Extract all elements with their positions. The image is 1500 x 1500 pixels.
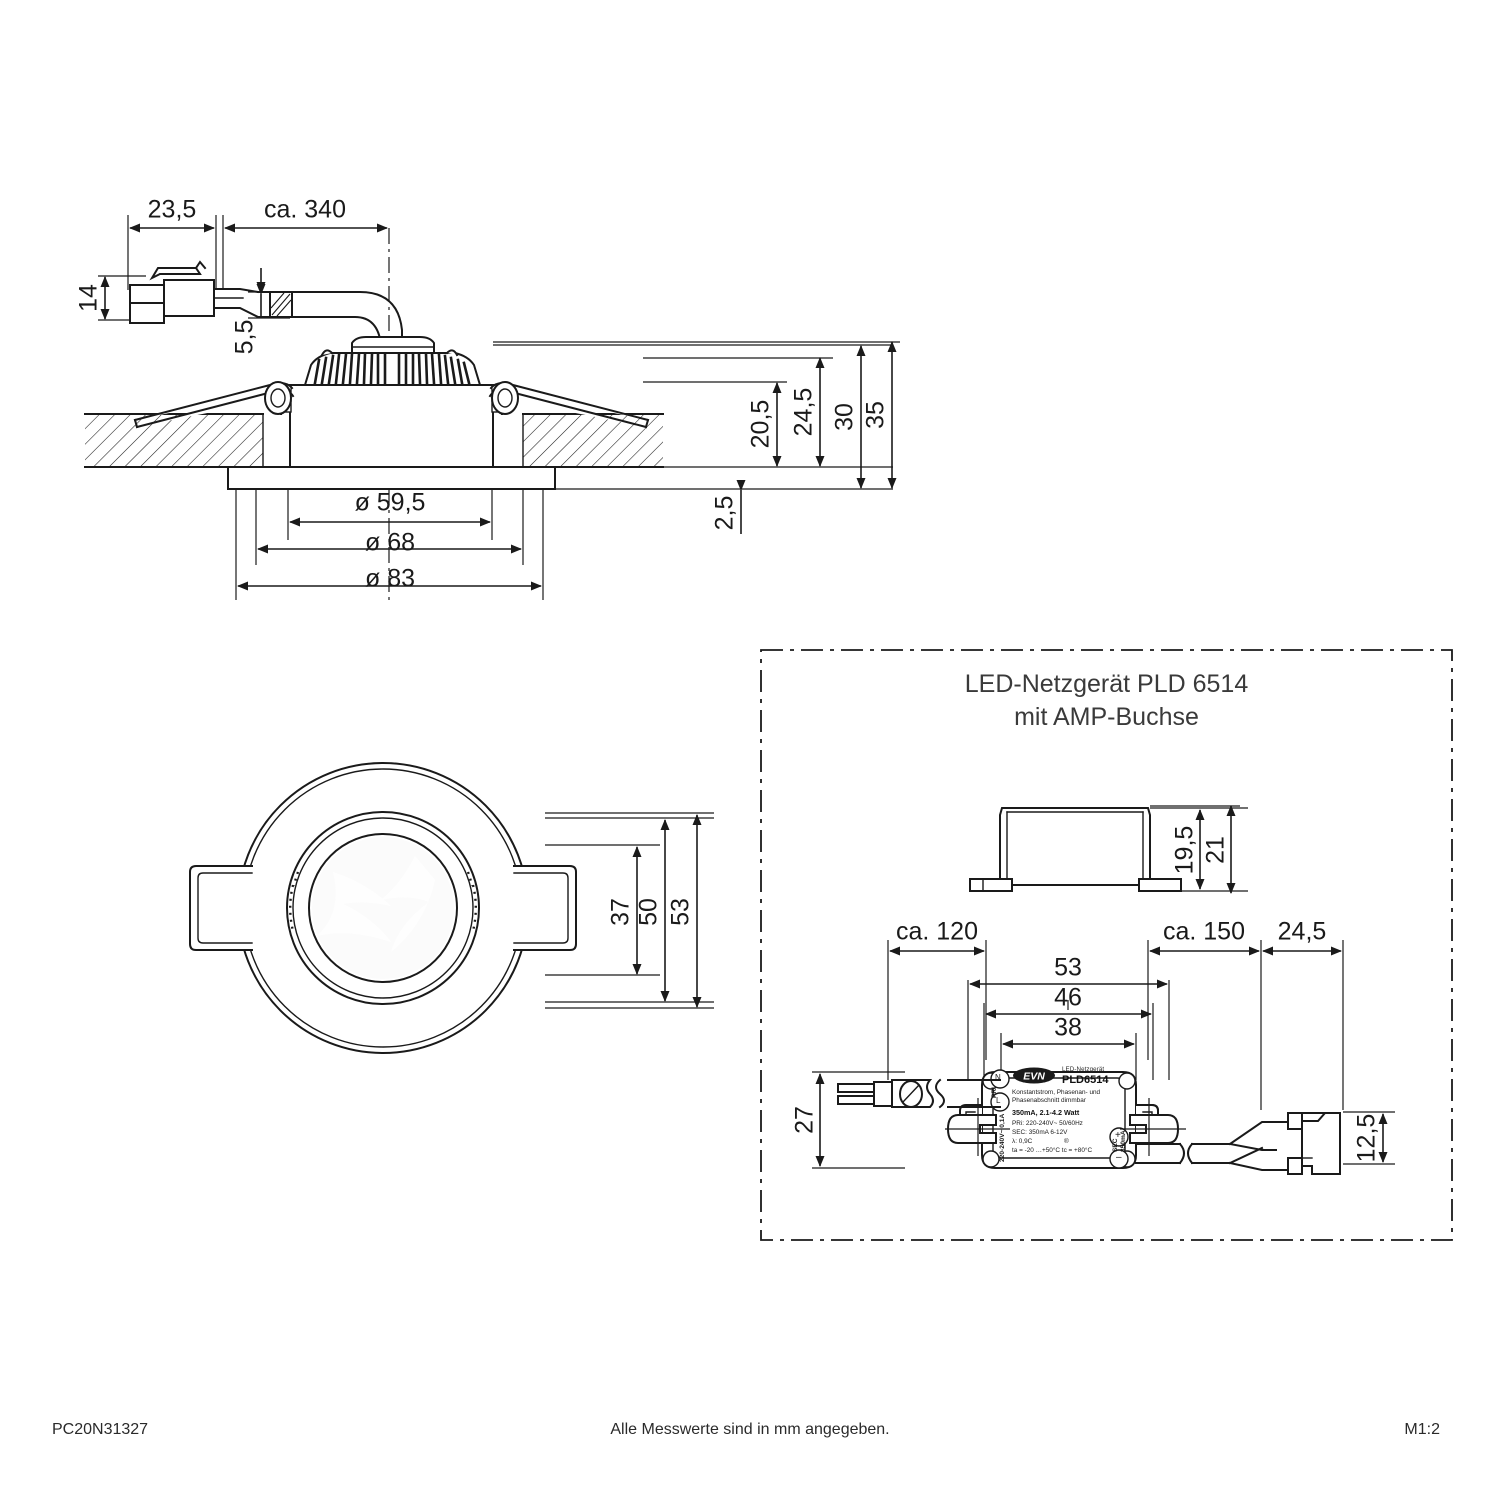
dim-cable-out-length: ca. 150 xyxy=(1163,918,1245,946)
psu-label-temps: ta = -20 …+50°C tc = +80°C xyxy=(1012,1147,1093,1154)
psu-label-type: LED-Netzgerät xyxy=(1062,1066,1105,1073)
dim-psu-height-inner: 19,5 xyxy=(1171,826,1199,875)
dim-overall-height: 35 xyxy=(862,401,890,429)
power-supply-header: LED-Netzgerät PLD 6514 mit AMP-Buchse xyxy=(761,668,1452,734)
footer-article-code: PC20N31327 xyxy=(52,1421,149,1438)
psu-header-line1: LED-Netzgerät PLD 6514 xyxy=(964,670,1249,698)
dim-connector-height: 14 xyxy=(75,284,103,312)
terminal-minus-label: – xyxy=(1116,1152,1122,1163)
terminal-minus-circle xyxy=(1109,1149,1129,1169)
terminal-plus-label: + xyxy=(1115,1130,1121,1141)
psu-label-side-right-2: 350mA xyxy=(1120,1130,1127,1152)
dim-cable-diameter: 5,5 xyxy=(231,320,259,355)
heatsink-fins xyxy=(313,352,471,385)
dim-diameter-cutout: ø 68 xyxy=(365,529,415,557)
dim-recess-depth-mid: 24,5 xyxy=(790,388,818,437)
psu-label-mark-r: ® xyxy=(1064,1138,1069,1145)
psu-side-elevation xyxy=(969,807,1182,892)
dim-diameter-outer: ø 83 xyxy=(365,565,415,593)
psu-label-rating: 350mA, 2.1-4.2 Watt xyxy=(1012,1108,1080,1117)
dim-amp-connector-height: 12,5 xyxy=(1353,1114,1381,1163)
dim-recess-depth-inner: 20,5 xyxy=(747,400,775,449)
luminaire-body-section xyxy=(280,336,503,468)
dim-connector-length: 23,5 xyxy=(148,196,197,224)
dim-cable-in-length: ca. 120 xyxy=(896,918,978,946)
footer-scale: M1:2 xyxy=(1404,1421,1440,1438)
dim-cable-length: ca. 340 xyxy=(264,196,346,224)
psu-label-desc1: Konstantstrom, Phasenan- und xyxy=(1012,1089,1101,1096)
psu-label-model: PLD6514 xyxy=(1062,1074,1109,1086)
psu-input-cable xyxy=(837,1078,1010,1156)
svg-text:EVN: EVN xyxy=(1023,1071,1045,1083)
mounting-tabs xyxy=(189,865,577,951)
tilt-ring-inner xyxy=(292,817,474,999)
terminal-plus-circle xyxy=(1109,1127,1129,1147)
power-supply-panel: 19,5 21 ca. 120 ca. 150 24,5 53 46 38 xyxy=(760,649,1453,1241)
dim-ring-diameter: 50 xyxy=(635,898,663,926)
psu-label-side-left-1: PRI xyxy=(991,1087,998,1098)
terminal-n-label: N xyxy=(995,1073,1001,1082)
dim-lens-diameter: 37 xyxy=(607,898,635,926)
psu-label-sec: SEC: 350mA 6-12V xyxy=(1012,1129,1068,1136)
dim-psu-height-total: 21 xyxy=(1202,836,1230,864)
psu-label-lambda: λ: 0,9C xyxy=(1012,1138,1033,1145)
dim-bezel-diameter: 53 xyxy=(667,898,695,926)
amp-connector-section xyxy=(129,260,215,324)
psu-label-pri: PRi: 220-240V~ 50/60Hz xyxy=(1012,1120,1083,1127)
dim-body-height: 30 xyxy=(831,403,859,431)
psu-header-line2: mit AMP-Buchse xyxy=(1014,703,1199,731)
dim-diameter-inner: ø 59,5 xyxy=(355,489,426,517)
psu-label-block: EVN LED-Netzgerät PLD6514 Konstantstrom,… xyxy=(1012,1066,1128,1164)
ceiling-slab xyxy=(84,413,664,468)
dim-flange-thickness: 2,5 xyxy=(711,496,739,531)
front-view-group: 37 50 53 xyxy=(189,762,714,1054)
dim-psu-width-outer: 53 xyxy=(1054,954,1082,982)
lens-inner xyxy=(312,837,454,979)
psu-label-desc2: Phasenabschnitt dimmbar xyxy=(1012,1097,1086,1104)
psu-output-cable xyxy=(1120,1098,1341,1175)
footer-units-note: Alle Messwerte sind in mm angegeben. xyxy=(610,1421,890,1438)
knurl-marks xyxy=(289,871,477,932)
evn-logo: EVN xyxy=(1012,1067,1056,1084)
dim-psu-depth: 27 xyxy=(791,1106,819,1134)
lens-highlight xyxy=(317,856,435,952)
terminal-l-label: L xyxy=(996,1096,1001,1105)
bezel-plate xyxy=(227,466,556,490)
section-view-group: 23,5 ca. 340 14 5,5 xyxy=(75,196,900,600)
dim-psu-connector-length: 24,5 xyxy=(1278,918,1327,946)
spring-clips xyxy=(133,381,650,429)
dim-psu-width-body: 38 xyxy=(1054,1014,1082,1042)
